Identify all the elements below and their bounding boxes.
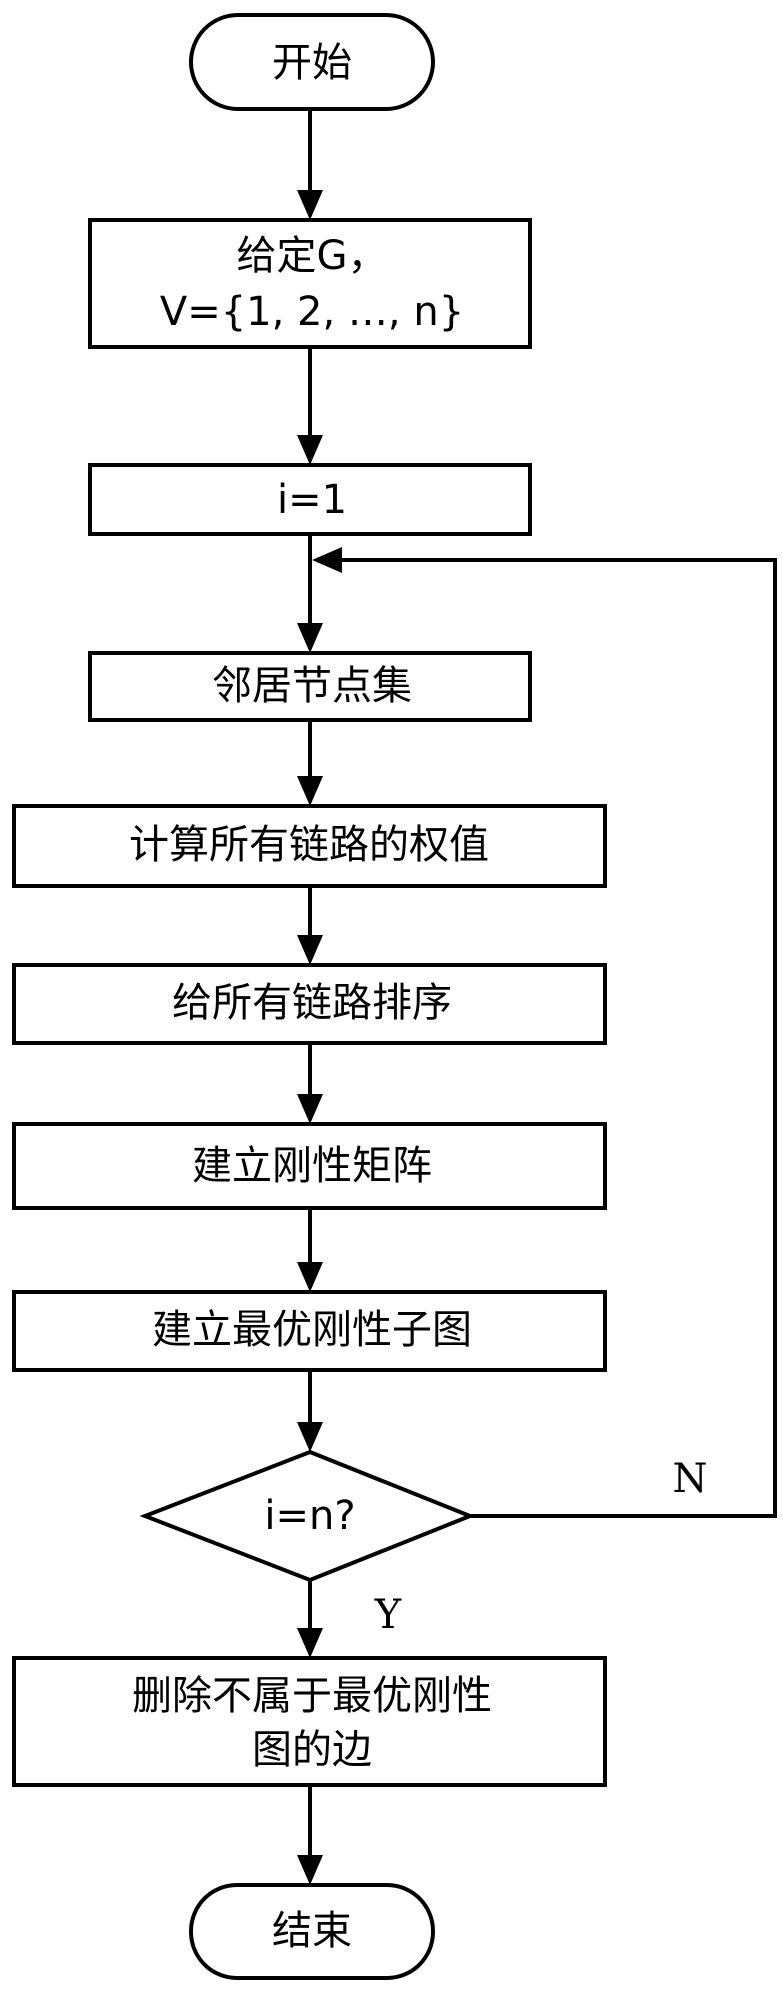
connector-start-to-given xyxy=(297,109,323,220)
yes-branch-label: Y xyxy=(374,1592,402,1638)
start-terminal: 开始 xyxy=(189,13,435,111)
init-label: i=1 xyxy=(277,477,347,523)
rigidity-matrix-box: 建立刚性矩阵 xyxy=(12,1122,607,1210)
start-label: 开始 xyxy=(272,40,352,86)
delete-edges-box: 删除不属于最优刚性 图的边 xyxy=(12,1656,607,1787)
rigidity-matrix-label: 建立刚性矩阵 xyxy=(192,1143,432,1189)
neighbor-set-box: 邻居节点集 xyxy=(88,651,532,722)
connector-given-to-init xyxy=(297,347,323,465)
delete-edges-line1: 删除不属于最优刚性 xyxy=(132,1673,492,1719)
connector-matrix-to-subgraph xyxy=(297,1208,323,1292)
sort-links-label: 给所有链路排序 xyxy=(172,980,452,1026)
given-graph-line2: V={1, 2, …, n} xyxy=(160,289,464,335)
decision-diamond: i=n? xyxy=(139,1449,476,1583)
compute-weights-label: 计算所有链路的权值 xyxy=(129,822,489,868)
delete-edges-line2: 图的边 xyxy=(252,1727,372,1773)
connector-subgraph-to-decision xyxy=(297,1370,323,1452)
no-branch-label: N xyxy=(673,1456,708,1502)
compute-weights-box: 计算所有链路的权值 xyxy=(12,804,607,888)
neighbor-set-label: 邻居节点集 xyxy=(212,663,412,709)
init-box: i=1 xyxy=(88,463,532,536)
connector-weights-to-sort xyxy=(297,886,323,965)
rigid-subgraph-label: 建立最优刚性子图 xyxy=(152,1307,472,1353)
rigid-subgraph-box: 建立最优刚性子图 xyxy=(12,1290,607,1372)
end-label: 结束 xyxy=(272,1908,352,1954)
connector-decision-no-loop xyxy=(312,547,777,1518)
decision-label: i=n? xyxy=(264,1493,355,1539)
connector-neighbors-to-weights xyxy=(297,720,323,806)
given-graph-line1: 给定G， xyxy=(237,233,388,279)
connector-decision-yes-to-delete xyxy=(297,1580,323,1658)
connector-delete-to-end xyxy=(297,1785,323,1885)
end-terminal: 结束 xyxy=(189,1883,435,1980)
sort-links-box: 给所有链路排序 xyxy=(12,963,607,1045)
connector-sort-to-matrix xyxy=(297,1043,323,1124)
connector-init-to-neighbors xyxy=(297,534,323,653)
given-graph-box: 给定G， V={1, 2, …, n} xyxy=(88,218,532,349)
